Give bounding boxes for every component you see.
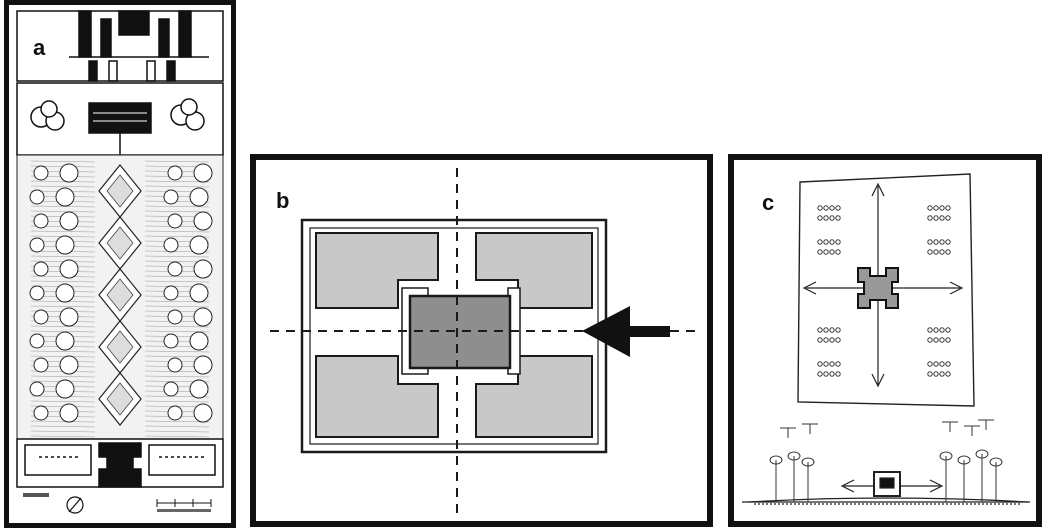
quarter-bed-bottom-left (315, 355, 439, 438)
arrow-left-icon (582, 306, 670, 357)
panel-label-a: a (27, 35, 52, 61)
panel-c: c (728, 154, 1042, 527)
quarter-bed-bottom-right (475, 355, 593, 438)
chahar-bagh-scheme-diagram (270, 168, 700, 515)
panel-label-b: b (276, 188, 290, 213)
sketched-elevation (742, 471, 1030, 505)
sketched-pavilion (857, 267, 899, 309)
quarter-bed-top-left (315, 232, 439, 309)
garden-plan-drawing (16, 10, 224, 514)
north-arrow-icon (66, 496, 84, 514)
garden-sketch-drawing (742, 173, 1030, 505)
top-building (16, 10, 224, 82)
panel-b: b (250, 154, 713, 527)
scale-bar-icon (156, 499, 212, 512)
terrace (16, 82, 224, 156)
panel-label-c: c (762, 190, 775, 215)
central-pavilion (408, 294, 512, 370)
garden (16, 154, 224, 440)
panel-a: a (4, 0, 236, 528)
bottom-building (16, 438, 224, 488)
